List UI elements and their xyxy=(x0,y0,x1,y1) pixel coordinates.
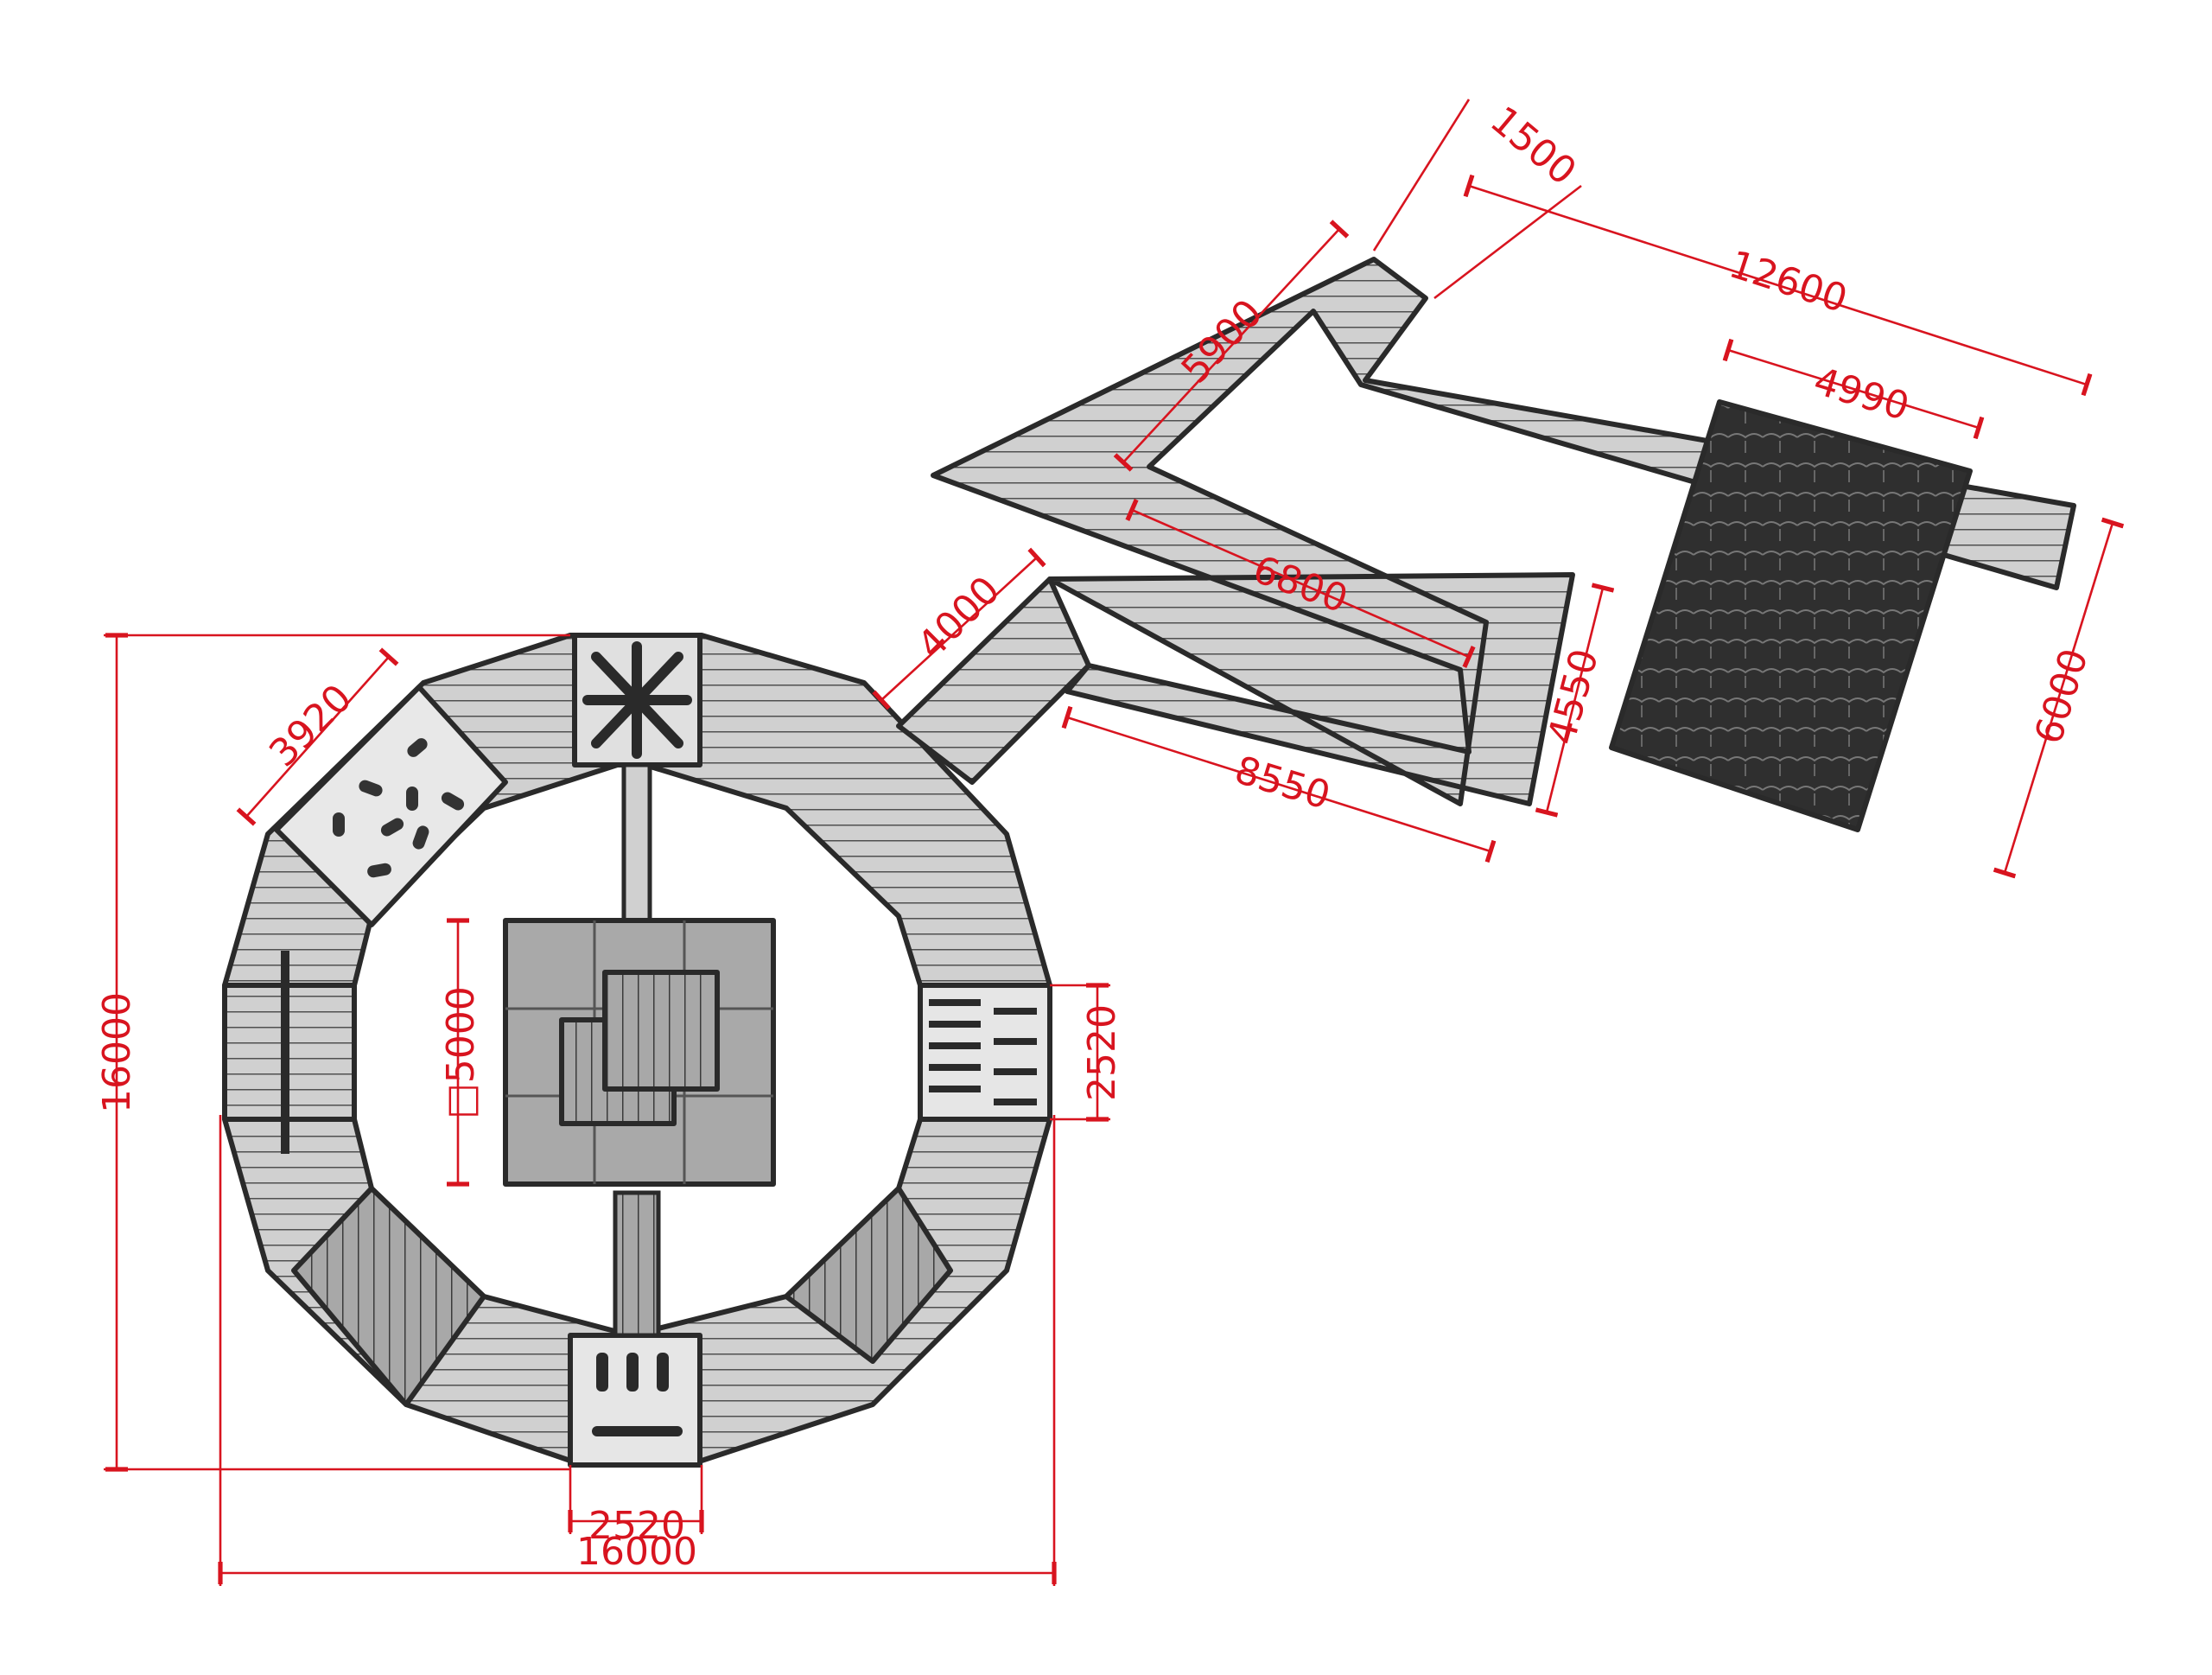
ring-dark-section-left xyxy=(291,1186,486,1407)
dim-rubber-mat-width: 4990 xyxy=(1808,359,1914,430)
dim-rubber-mat-height: 6000 xyxy=(2026,644,2097,749)
dim-top-end: 1500 xyxy=(1482,98,1585,194)
rubber-mat xyxy=(1609,399,1973,832)
left-module xyxy=(222,951,357,1154)
dim-center-square: □5000 xyxy=(439,986,483,1119)
bottom-module xyxy=(568,1190,702,1468)
dim-bottom-module: 2520 xyxy=(588,1504,685,1548)
dim-right-module: 2520 xyxy=(1080,1004,1124,1101)
ring-dark-section-right xyxy=(784,1186,953,1364)
right-module xyxy=(918,983,1052,1122)
dim-overall-height: 16000 xyxy=(95,992,139,1113)
top-module xyxy=(572,633,702,923)
dim-return-run: 8550 xyxy=(1230,748,1335,818)
dim-top-run: 12600 xyxy=(1724,242,1853,322)
center-platform xyxy=(503,918,776,1187)
dim-overall-width: 16000 xyxy=(576,1530,697,1574)
